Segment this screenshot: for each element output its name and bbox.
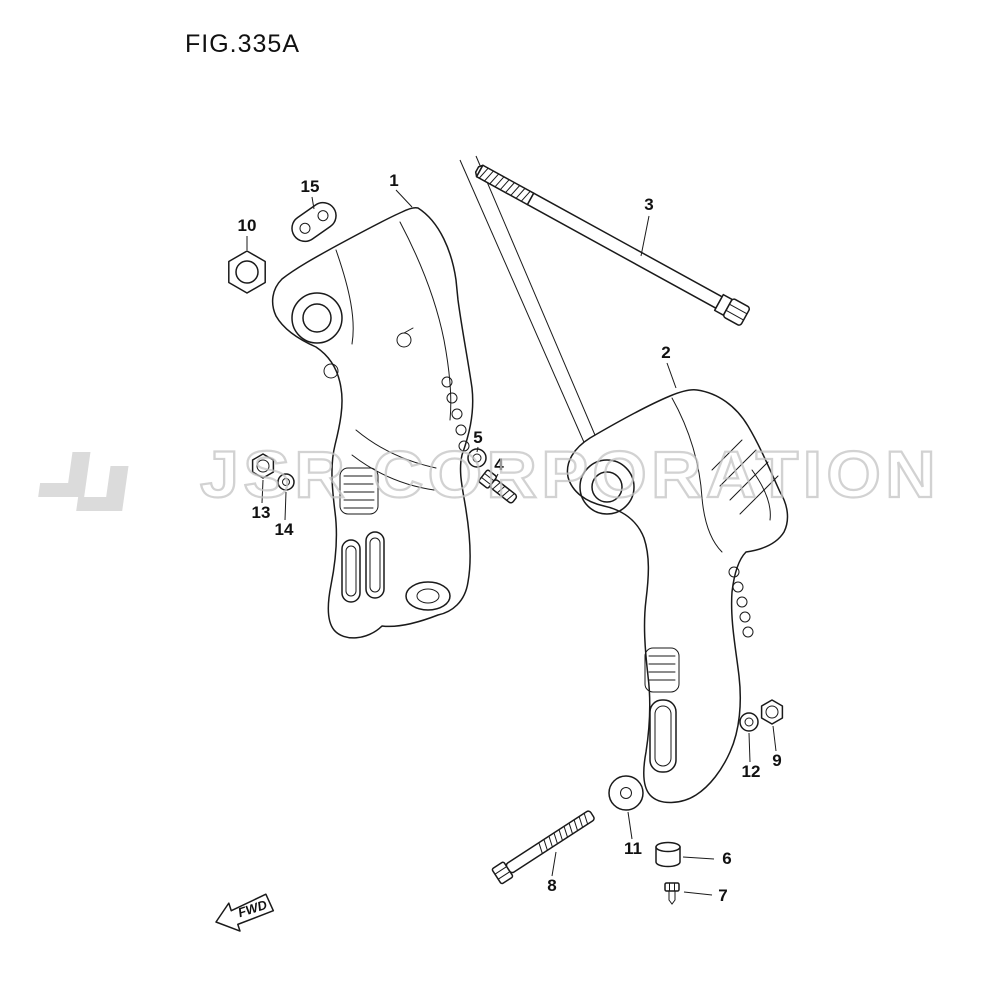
part-5-washer — [467, 448, 487, 468]
bolt-hole-strip — [441, 376, 470, 452]
part-10-nut — [228, 250, 266, 294]
serration-pad — [339, 467, 379, 515]
part-1-clamp-bracket — [271, 207, 474, 639]
bracket-outline — [271, 207, 474, 639]
part-4-bolt — [478, 469, 518, 504]
part-3-through-bolt — [474, 164, 751, 326]
part-15-plate — [291, 201, 337, 243]
part-8-bolt — [491, 810, 595, 885]
fwd-arrow: FWD — [215, 893, 275, 932]
part-6-bushing — [655, 841, 681, 868]
swivel-boss-hole — [579, 459, 635, 515]
bracket-outline — [566, 389, 789, 804]
part-9-nut — [760, 699, 784, 725]
part-label-6: 6 — [722, 849, 731, 868]
swivel-boss-hole — [291, 292, 343, 344]
part-label-4: 4 — [494, 455, 504, 474]
bolt-hole-strip — [728, 566, 754, 638]
watermark-logo — [38, 452, 129, 511]
hole-tab — [403, 327, 414, 334]
watermark: JSR CORPORATION — [38, 436, 940, 512]
swivel-boss-hole-inner — [302, 303, 332, 333]
part-11-washer — [608, 775, 644, 811]
thread-marks — [538, 812, 589, 855]
small-hole — [323, 363, 339, 379]
thread-marks — [478, 167, 531, 202]
swivel-boss-hole-inner — [591, 471, 623, 503]
clamp-slots — [341, 531, 385, 603]
clamp-slots — [649, 699, 677, 773]
part-7-screw — [664, 882, 680, 905]
foot-boss — [405, 581, 451, 611]
bolt-shaft — [526, 192, 723, 309]
figure-title: FIG.335A — [185, 30, 300, 58]
head-facet — [725, 309, 745, 321]
head-facet — [728, 303, 748, 315]
part-label-10: 10 — [238, 216, 257, 235]
part-label-11: 11 — [624, 839, 642, 858]
part-13-nut — [251, 453, 275, 479]
projection-line — [459, 159, 602, 482]
part-14-washer — [277, 473, 295, 491]
hatch-lines — [711, 439, 779, 515]
part-label-8: 8 — [547, 876, 556, 895]
part-label-7: 7 — [718, 886, 727, 905]
rib-lines — [335, 221, 452, 491]
part-label-13: 13 — [252, 503, 271, 522]
projection-lines — [459, 155, 613, 482]
part-label-3: 3 — [644, 195, 653, 214]
part-label-12: 12 — [742, 762, 761, 781]
part-label-15: 15 — [301, 177, 320, 196]
part-label-9: 9 — [772, 751, 781, 770]
leader-lines — [246, 189, 777, 896]
part-12-washer — [739, 712, 759, 732]
serration-pad — [644, 647, 680, 693]
part-2-clamp-bracket — [566, 389, 789, 804]
watermark-text: JSR CORPORATION — [200, 437, 940, 511]
bolt-hex-head — [723, 298, 751, 326]
part-label-1: 1 — [389, 171, 398, 190]
part-label-14: 14 — [275, 520, 294, 539]
projection-line — [475, 155, 613, 476]
part-label-2: 2 — [661, 343, 670, 362]
part-label-5: 5 — [473, 428, 482, 447]
